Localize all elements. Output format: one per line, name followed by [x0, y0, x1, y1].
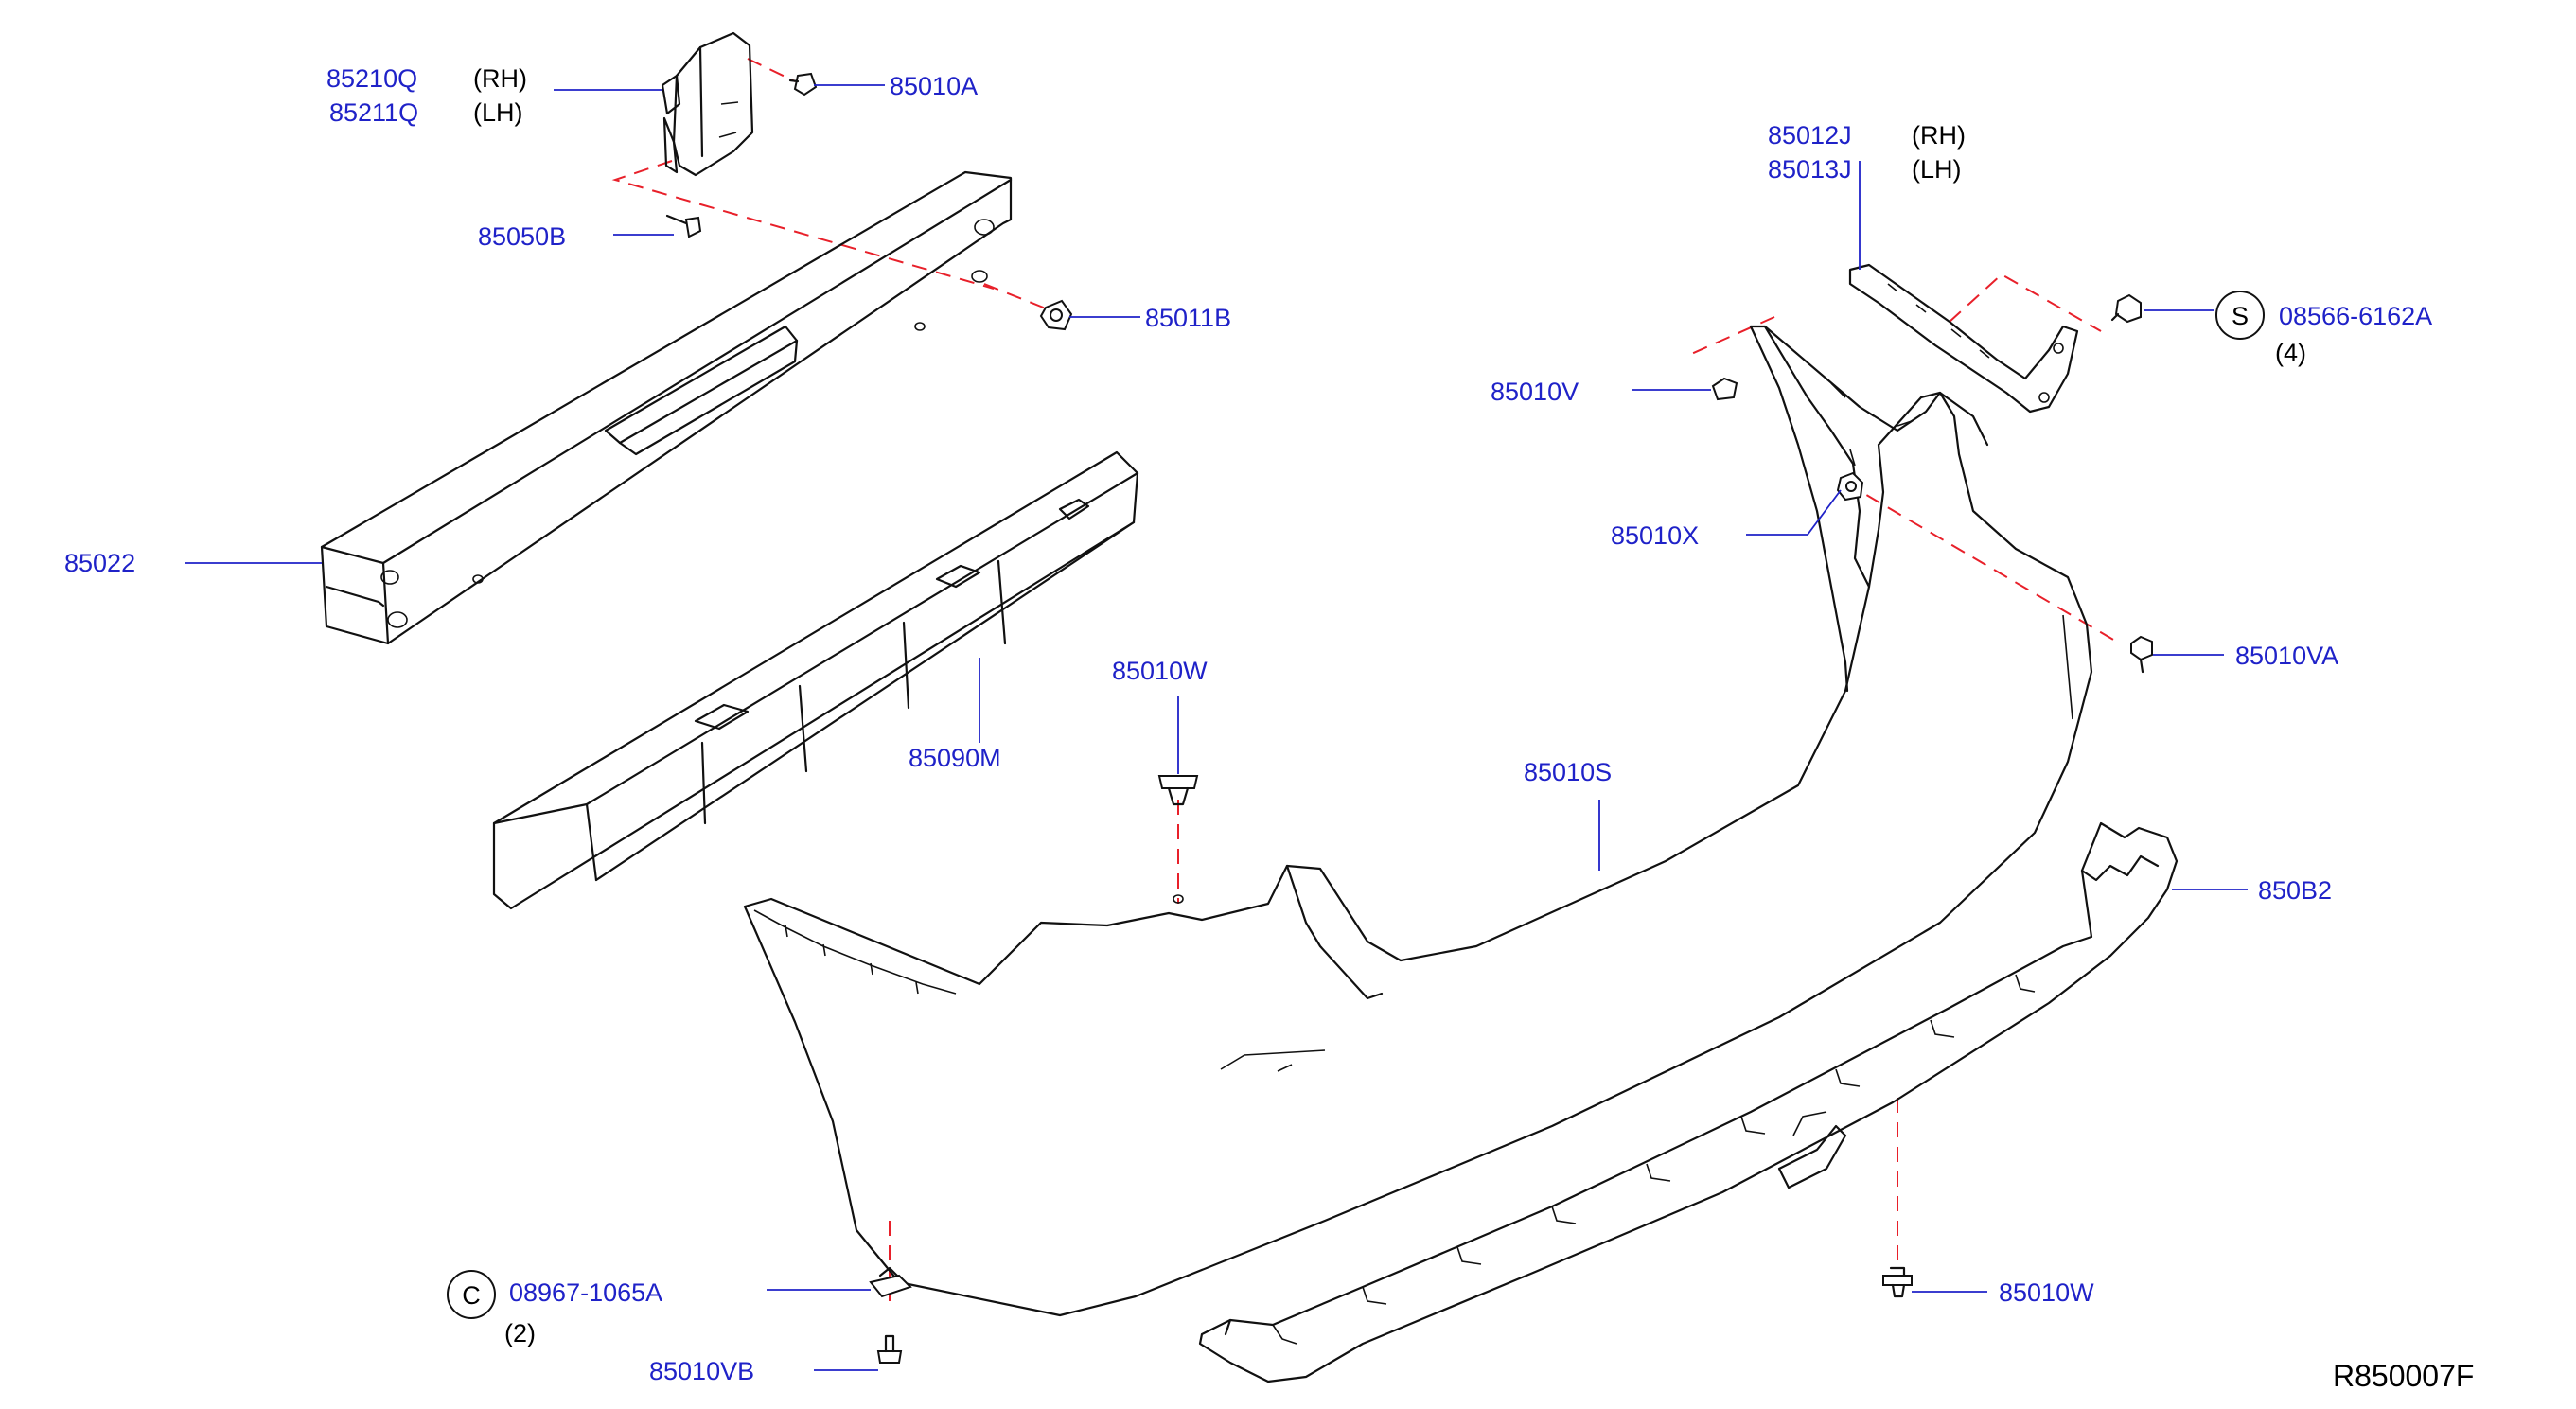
- callout-85211Q: 85211Q: [329, 98, 418, 127]
- callout-85022: 85022: [64, 549, 135, 577]
- beam-85022: [320, 170, 1013, 645]
- callout-85010A: 85010A: [890, 72, 978, 100]
- callout-850B2: 850B2: [2258, 876, 2332, 905]
- clip-85010W-center: [1157, 775, 1199, 806]
- callout-08566-6162A: 08566-6162A: [2279, 302, 2432, 330]
- screw-85010VA: [2130, 635, 2153, 674]
- nut-85011B: [1039, 299, 1073, 331]
- s-symbol-circle: [2215, 291, 2265, 340]
- bolt-85010A: [788, 72, 818, 97]
- callout-85210Q: 85210Q: [326, 64, 417, 93]
- callout-85013J: 85013J: [1768, 155, 1852, 184]
- callout-85050B: 85050B: [478, 222, 566, 251]
- screw-85010VB: [876, 1334, 903, 1364]
- callout-85010X: 85010X: [1611, 521, 1699, 550]
- callout-85010W-lower: 85010W: [1999, 1278, 2094, 1307]
- callout-85010VA: 85010VA: [2235, 642, 2338, 670]
- callout-85010VB: 85010VB: [649, 1357, 754, 1385]
- alignment-lines: [611, 58, 2121, 1301]
- clip-08967-1065A: [869, 1266, 912, 1298]
- diffuser-850B2: [1198, 821, 2179, 1383]
- c-symbol-circle: [447, 1270, 496, 1319]
- s-symbol: S: [2232, 302, 2249, 330]
- clip-85010V: [1711, 377, 1738, 401]
- callout-85210Q-side: (RH): [473, 64, 527, 93]
- callout-85011B: 85011B: [1145, 304, 1231, 332]
- bracket-85210Q: [661, 31, 754, 177]
- callout-85010V: 85010V: [1491, 378, 1579, 406]
- callout-85010S: 85010S: [1524, 758, 1612, 786]
- callout-85090M: 85090M: [909, 744, 1001, 772]
- callout-08967-1065A: 08967-1065A: [509, 1278, 662, 1307]
- callout-85013J-side: (LH): [1912, 155, 1962, 184]
- bracket-85012J: [1848, 263, 2079, 414]
- fascia-85010S: [743, 325, 2093, 1317]
- c-symbol: C: [462, 1281, 481, 1310]
- callout-85010W-center: 85010W: [1112, 657, 1208, 685]
- clip-85010X: [1836, 471, 1864, 502]
- reference-code: R850007F: [2333, 1359, 2474, 1393]
- absorber-85090M: [492, 450, 1139, 910]
- callout-08566-6162A-qty: (4): [2275, 339, 2306, 367]
- leader-lines: [185, 84, 2248, 1371]
- bolt-85050B: [665, 214, 702, 238]
- clip-08566-6162A: [2110, 293, 2142, 324]
- callout-85211Q-side: (LH): [473, 98, 523, 127]
- clip-85010W-lower: [1882, 1266, 1913, 1298]
- callout-85012J: 85012J: [1768, 121, 1852, 150]
- callout-08967-1065A-qty: (2): [504, 1319, 536, 1347]
- callout-85012J-side: (RH): [1912, 121, 1966, 150]
